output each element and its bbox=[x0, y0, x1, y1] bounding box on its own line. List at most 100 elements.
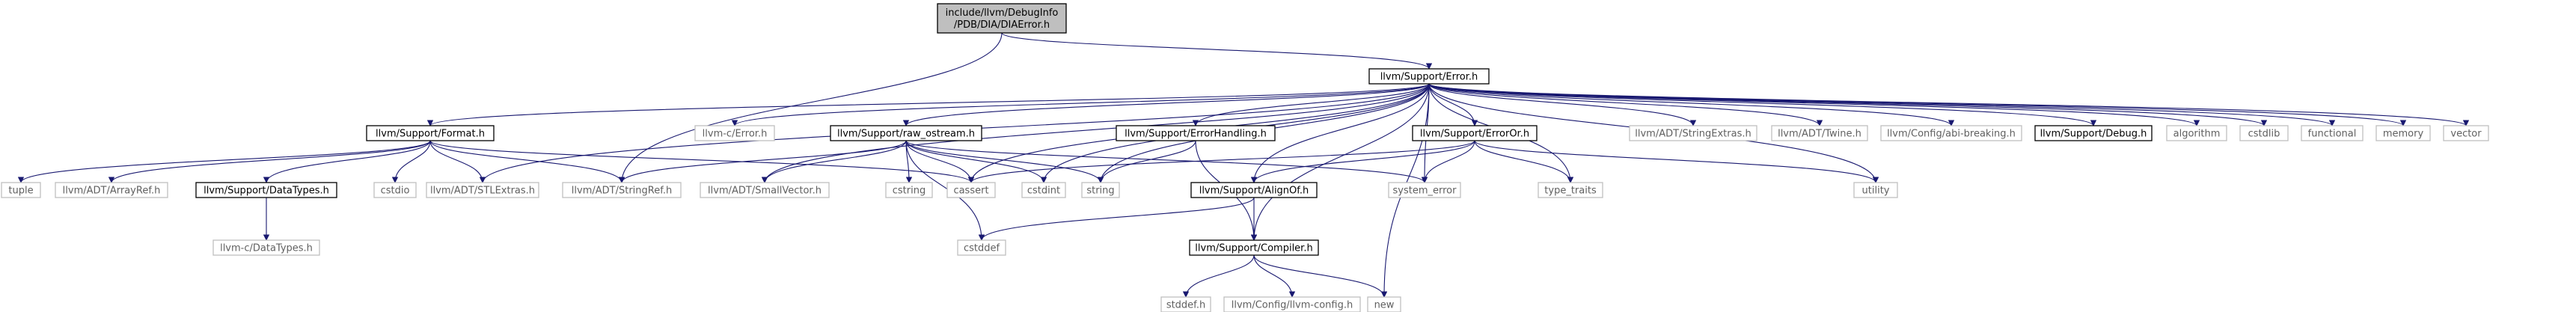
edge-root-to-error bbox=[1001, 32, 1429, 70]
node-label-root: /PDB/DIA/DIAError.h bbox=[954, 19, 1050, 31]
node-box-rawos bbox=[830, 125, 982, 141]
node-label-string: string bbox=[1086, 186, 1114, 197]
node-utility: utility bbox=[1853, 182, 1898, 198]
node-label-utility: utility bbox=[1862, 186, 1890, 197]
node-label-cerror: llvm-c/Error.h bbox=[703, 129, 768, 140]
node-label-stringref: llvm/ADT/StringRef.h bbox=[572, 186, 672, 197]
node-label-llvmconfig: llvm/Config/llvm-config.h bbox=[1232, 300, 1353, 311]
node-label-cstdlib: cstdlib bbox=[2248, 129, 2280, 140]
node-vector: vector bbox=[2443, 125, 2489, 141]
node-smallvec: llvm/ADT/SmallVector.h bbox=[700, 182, 830, 198]
node-rawos[interactable]: llvm/Support/raw_ostream.h bbox=[830, 125, 982, 141]
edge-compiler-to-stddef bbox=[1186, 254, 1255, 298]
node-format[interactable]: llvm/Support/Format.h bbox=[366, 125, 495, 141]
nodes-layer: include/llvm/DebugInfo/PDB/DIA/DIAError.… bbox=[1, 3, 2489, 312]
node-label-format: llvm/Support/Format.h bbox=[376, 129, 485, 140]
edges-layer bbox=[21, 32, 2466, 298]
node-label-cstdio: cstdio bbox=[381, 186, 410, 197]
node-debug[interactable]: llvm/Support/Debug.h bbox=[2034, 125, 2153, 141]
node-label-stlextras: llvm/ADT/STLExtras.h bbox=[430, 186, 535, 197]
edge-error-to-cerror bbox=[735, 83, 1430, 126]
node-box-vector bbox=[2443, 125, 2489, 141]
node-syserror: system_error bbox=[1388, 182, 1461, 198]
edge-erroror-to-alignof bbox=[1254, 140, 1475, 183]
node-box-stringref bbox=[562, 182, 682, 198]
node-label-compiler: llvm/Support/Compiler.h bbox=[1195, 243, 1312, 254]
node-box-cerror bbox=[694, 125, 775, 141]
edge-errhand-to-string bbox=[1101, 140, 1196, 183]
node-box-tuple bbox=[1, 182, 41, 198]
node-arrayref: llvm/ADT/ArrayRef.h bbox=[55, 182, 168, 198]
node-label-algorithm: algorithm bbox=[2173, 129, 2221, 140]
edge-error-to-errhand bbox=[1196, 83, 1430, 126]
node-box-abibreak bbox=[1880, 125, 2022, 141]
node-datatypes[interactable]: llvm/Support/DataTypes.h bbox=[195, 182, 337, 198]
edge-error-to-strextras bbox=[1428, 83, 1693, 126]
node-label-errhand: llvm/Support/ErrorHandling.h bbox=[1125, 129, 1267, 140]
node-box-alignof bbox=[1190, 182, 1318, 198]
node-box-typetraits bbox=[1538, 182, 1603, 198]
edge-erroror-to-utility bbox=[1474, 140, 1876, 183]
node-box-stlextras bbox=[426, 182, 539, 198]
node-label-syserror: system_error bbox=[1393, 186, 1457, 197]
node-label-datatypes: llvm/Support/DataTypes.h bbox=[204, 186, 329, 197]
edge-format-to-stringref bbox=[429, 140, 622, 183]
node-box-cstdio bbox=[373, 182, 417, 198]
node-erroror[interactable]: llvm/Support/ErrorOr.h bbox=[1412, 125, 1538, 141]
node-compiler[interactable]: llvm/Support/Compiler.h bbox=[1189, 239, 1319, 256]
node-box-errhand bbox=[1116, 125, 1276, 141]
node-box-new bbox=[1367, 296, 1401, 312]
node-box-cstdint bbox=[1021, 182, 1066, 198]
node-box-stddef bbox=[1160, 296, 1211, 312]
node-stlextras: llvm/ADT/STLExtras.h bbox=[426, 182, 539, 198]
node-box-twine bbox=[1771, 125, 1868, 141]
node-box-arrayref bbox=[55, 182, 168, 198]
node-box-smallvec bbox=[700, 182, 830, 198]
node-error[interactable]: llvm/Support/Error.h bbox=[1368, 68, 1490, 85]
node-twine: llvm/ADT/Twine.h bbox=[1771, 125, 1868, 141]
node-box-root bbox=[937, 3, 1067, 34]
edge-format-to-stlextras bbox=[429, 140, 483, 183]
node-label-abibreak: llvm/Config/abi-breaking.h bbox=[1887, 129, 2016, 140]
node-stddef: stddef.h bbox=[1160, 296, 1211, 312]
edge-compiler-to-new bbox=[1253, 254, 1384, 298]
edge-format-to-cstdio bbox=[395, 140, 431, 183]
node-cerror: llvm-c/Error.h bbox=[694, 125, 775, 141]
edge-rawos-to-stringref bbox=[622, 140, 907, 183]
node-label-cstring: cstring bbox=[893, 186, 926, 197]
node-label-rawos: llvm/Support/raw_ostream.h bbox=[837, 129, 975, 140]
edge-rawos-to-cassert bbox=[905, 140, 971, 183]
node-box-memory bbox=[2375, 125, 2431, 141]
edge-erroror-to-cassert bbox=[971, 140, 1475, 183]
node-new: new bbox=[1367, 296, 1401, 312]
node-box-cstring bbox=[885, 182, 933, 198]
node-alignof[interactable]: llvm/Support/AlignOf.h bbox=[1190, 182, 1318, 198]
edge-error-to-smallvec bbox=[765, 83, 1430, 183]
node-label-tuple: tuple bbox=[8, 186, 33, 197]
edge-error-to-twine bbox=[1428, 83, 1820, 126]
edge-rawos-to-smallvec bbox=[765, 140, 907, 183]
node-box-erroror bbox=[1412, 125, 1538, 141]
edge-error-to-vector bbox=[1428, 83, 2466, 126]
node-box-cassert bbox=[946, 182, 996, 198]
node-label-cstdint: cstdint bbox=[1027, 186, 1060, 197]
node-box-compiler bbox=[1189, 239, 1319, 256]
node-label-cdatatypes: llvm-c/DataTypes.h bbox=[220, 243, 313, 254]
edge-erroror-to-typetraits bbox=[1474, 140, 1570, 183]
node-cstdio: cstdio bbox=[373, 182, 417, 198]
edge-error-to-debug bbox=[1428, 83, 2093, 126]
edge-rawos-to-string bbox=[905, 140, 1101, 183]
node-box-string bbox=[1081, 182, 1120, 198]
edge-format-to-datatypes bbox=[266, 140, 431, 183]
node-errhand[interactable]: llvm/Support/ErrorHandling.h bbox=[1116, 125, 1276, 141]
node-label-error: llvm/Support/Error.h bbox=[1380, 72, 1478, 83]
edge-rawos-to-cstdint bbox=[905, 140, 1044, 183]
edge-format-to-arrayref bbox=[111, 140, 431, 183]
node-root: include/llvm/DebugInfo/PDB/DIA/DIAError.… bbox=[937, 3, 1067, 34]
node-cstdlib: cstdlib bbox=[2239, 125, 2289, 141]
node-memory: memory bbox=[2375, 125, 2431, 141]
edge-compiler-to-llvmconfig bbox=[1253, 254, 1292, 297]
node-label-strextras: llvm/ADT/StringExtras.h bbox=[1635, 129, 1751, 140]
node-label-alignof: llvm/Support/AlignOf.h bbox=[1199, 186, 1309, 197]
